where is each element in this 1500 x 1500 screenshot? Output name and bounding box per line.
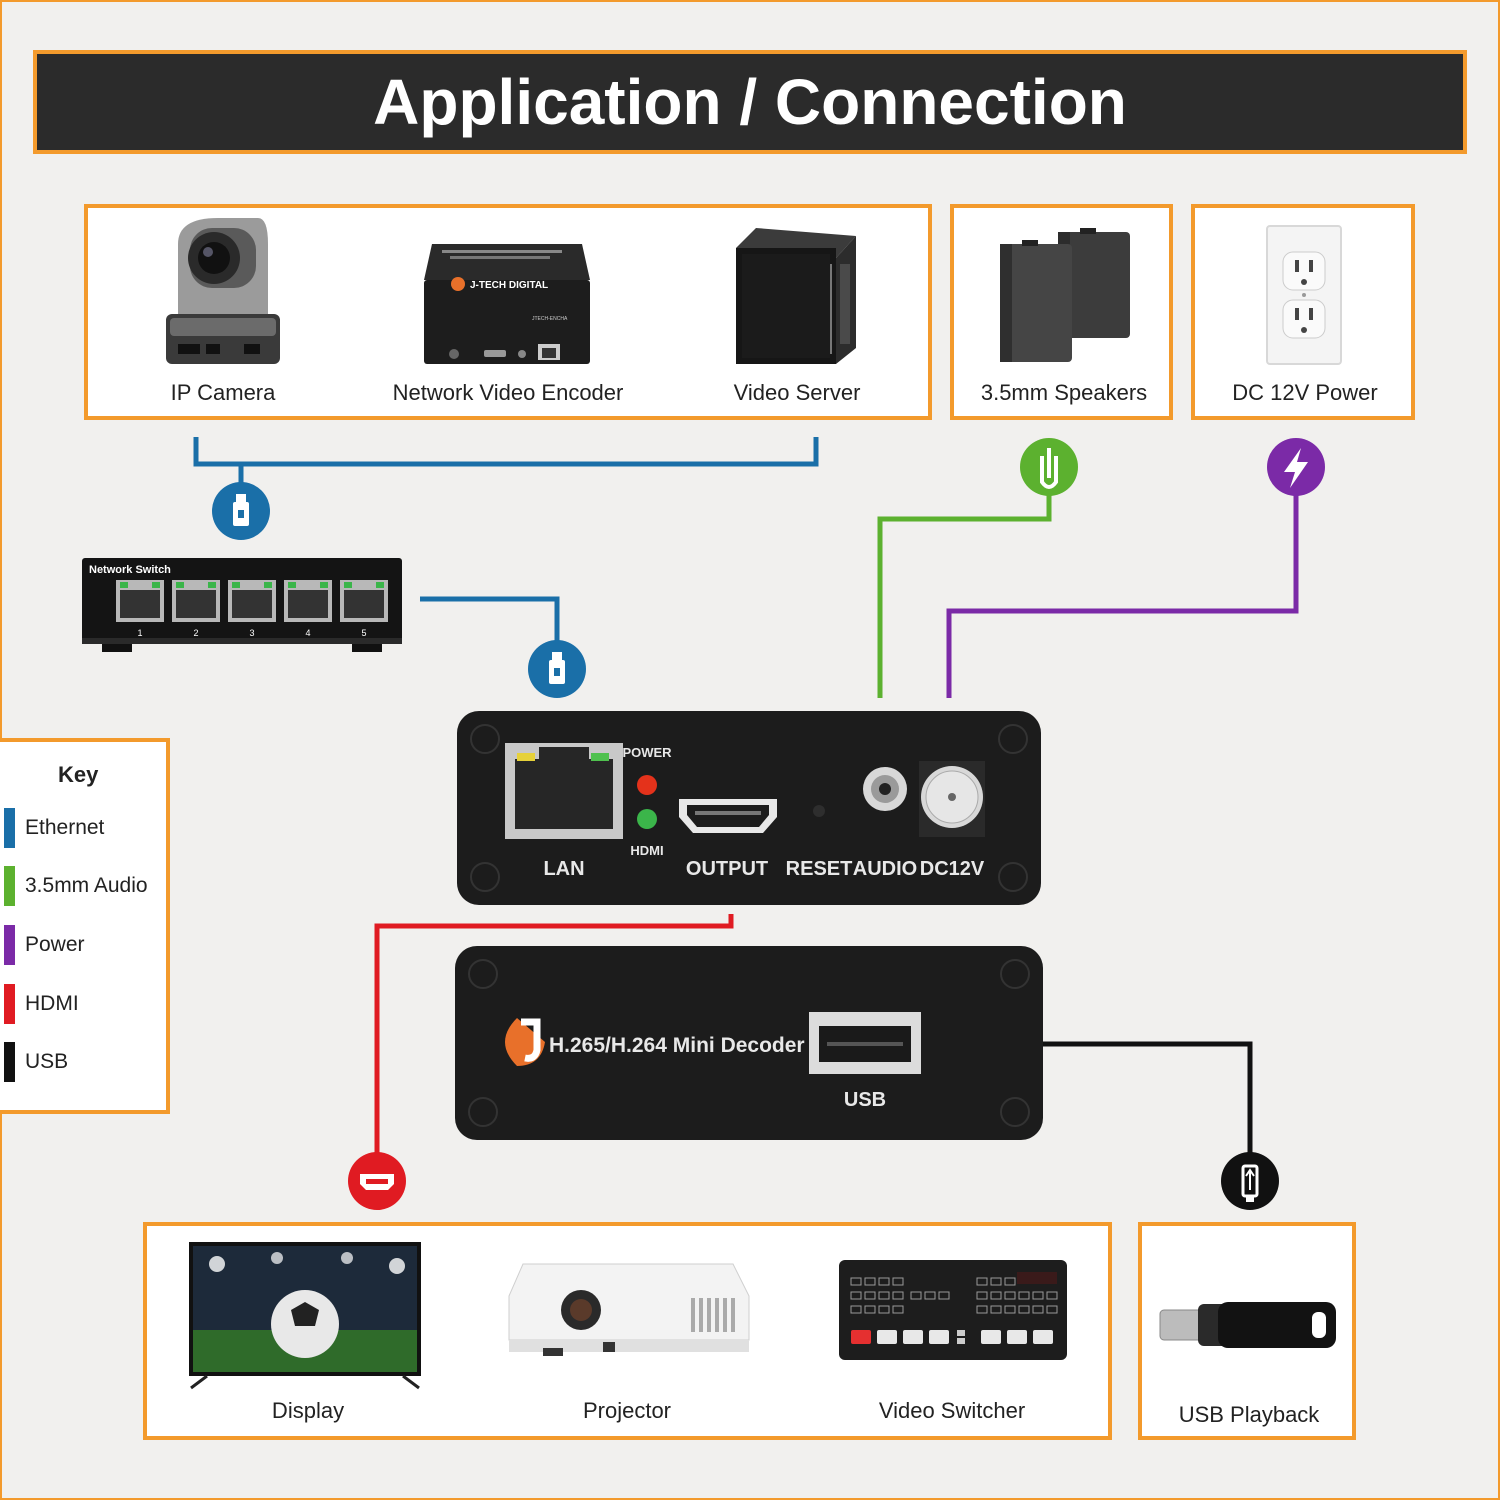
power-label: DC 12V Power bbox=[1232, 380, 1378, 405]
power-led bbox=[637, 775, 657, 795]
page-title: Application / Connection bbox=[373, 66, 1127, 138]
projector-label: Projector bbox=[582, 1398, 672, 1423]
brand-logo-icon bbox=[505, 1018, 545, 1066]
switch-port-1 bbox=[116, 580, 164, 622]
encoder-brand: J-TECH DIGITAL bbox=[470, 280, 548, 291]
usb-drive-icon bbox=[1159, 1302, 1336, 1348]
hdmi-line bbox=[374, 914, 734, 1160]
title-bar: Application / Connection bbox=[33, 50, 1467, 154]
audio-jack bbox=[863, 767, 907, 811]
ip-camera-icon bbox=[166, 218, 280, 364]
ethernet-swatch bbox=[4, 808, 15, 848]
encoder-label: Network Video Encoder bbox=[392, 380, 624, 405]
speakers-icon bbox=[1000, 228, 1130, 362]
switch-port-5 bbox=[340, 580, 388, 622]
video-switcher-icon bbox=[839, 1260, 1067, 1360]
power-badge bbox=[1267, 438, 1325, 496]
outlet-icon bbox=[1266, 225, 1342, 365]
key-label: Ethernet bbox=[25, 816, 105, 839]
network-switch: Network Switch 1 2 3 4 5 bbox=[82, 558, 402, 652]
switch-port-4 bbox=[284, 580, 332, 622]
key-label: USB bbox=[25, 1050, 69, 1073]
source-devices-panel: IP Camera J-TECH DIGITAL JTECH-ENCHA Net… bbox=[84, 204, 932, 420]
switch-port-3 bbox=[228, 580, 276, 622]
key-panel bbox=[0, 738, 170, 1114]
power-line bbox=[946, 490, 1299, 698]
reset-label: RESET bbox=[786, 858, 853, 880]
usb-badge bbox=[1221, 1152, 1279, 1210]
encoder-model: JTECH-ENCHA bbox=[532, 316, 568, 322]
lan-port bbox=[505, 743, 623, 839]
audio-badge bbox=[1020, 438, 1078, 496]
output-label: OUTPUT bbox=[686, 858, 768, 880]
power-panel: DC 12V Power bbox=[1191, 204, 1415, 420]
speakers-label: 3.5mm Speakers bbox=[980, 380, 1148, 405]
display-label: Display bbox=[271, 1398, 345, 1423]
switch-port-num: 2 bbox=[193, 628, 198, 638]
switch-port-2 bbox=[172, 580, 220, 622]
encoder-icon: J-TECH DIGITAL JTECH-ENCHA bbox=[424, 244, 590, 364]
ethernet-badge-bottom bbox=[528, 640, 586, 698]
switch-port-num: 4 bbox=[305, 628, 310, 638]
server-label: Video Server bbox=[733, 380, 861, 405]
key-item-ethernet: Ethernet bbox=[4, 808, 164, 848]
ethernet-bus-line bbox=[193, 437, 819, 467]
usb-port bbox=[809, 1012, 921, 1074]
projector-icon bbox=[508, 1263, 750, 1356]
decoder-front-panel: LAN POWER HDMI OUTPUT RESET AUDIO DC12V bbox=[457, 711, 1041, 905]
hdmi-swatch bbox=[4, 984, 15, 1024]
key-label: Power bbox=[25, 933, 85, 956]
power-swatch bbox=[4, 925, 15, 965]
decoder-back-panel: H.265/H.264 Mini Decoder USB bbox=[455, 946, 1043, 1140]
hdmi-badge bbox=[348, 1152, 406, 1210]
key-item-hdmi: HDMI bbox=[4, 984, 164, 1024]
switch-label: Network Switch bbox=[89, 564, 171, 576]
usb-playback-label: USB Playback bbox=[1178, 1402, 1320, 1427]
speakers-panel: 3.5mm Speakers bbox=[950, 204, 1173, 420]
lan-label: LAN bbox=[543, 858, 584, 880]
dc-label: DC12V bbox=[920, 858, 985, 880]
usb-port-label: USB bbox=[844, 1089, 886, 1111]
key-label: HDMI bbox=[25, 992, 79, 1015]
reset-button[interactable] bbox=[813, 805, 825, 817]
power-led-label: POWER bbox=[622, 745, 672, 760]
decoder-name: H.265/H.264 Mini Decoder bbox=[549, 1034, 805, 1057]
audio-label: AUDIO bbox=[853, 858, 917, 880]
key-item-power: Power bbox=[4, 925, 164, 965]
key-title: Key bbox=[58, 762, 99, 787]
audio-swatch bbox=[4, 866, 15, 906]
ethernet-switch-line bbox=[420, 596, 560, 650]
output-devices-panel: Display Projector bbox=[143, 1222, 1112, 1440]
hdmi-led-label: HDMI bbox=[630, 843, 663, 858]
ethernet-badge-top bbox=[212, 482, 270, 540]
usb-playback-panel: USB Playback bbox=[1138, 1222, 1356, 1440]
ip-camera-label: IP Camera bbox=[170, 380, 276, 405]
switch-port-num: 3 bbox=[249, 628, 254, 638]
server-icon bbox=[736, 228, 856, 364]
dc-jack bbox=[919, 761, 985, 837]
switch-port-num: 1 bbox=[137, 628, 142, 638]
hdmi-output-port bbox=[679, 799, 777, 833]
tv-icon bbox=[189, 1242, 421, 1390]
key-label: 3.5mm Audio bbox=[25, 874, 148, 897]
hdmi-led bbox=[637, 809, 657, 829]
switch-port-num: 5 bbox=[361, 628, 366, 638]
key-item-usb: USB bbox=[4, 1042, 164, 1082]
video-switcher-label: Video Switcher bbox=[878, 1398, 1026, 1423]
key-item-audio: 3.5mm Audio bbox=[4, 866, 164, 906]
audio-line bbox=[877, 490, 1052, 698]
usb-swatch bbox=[4, 1042, 15, 1082]
